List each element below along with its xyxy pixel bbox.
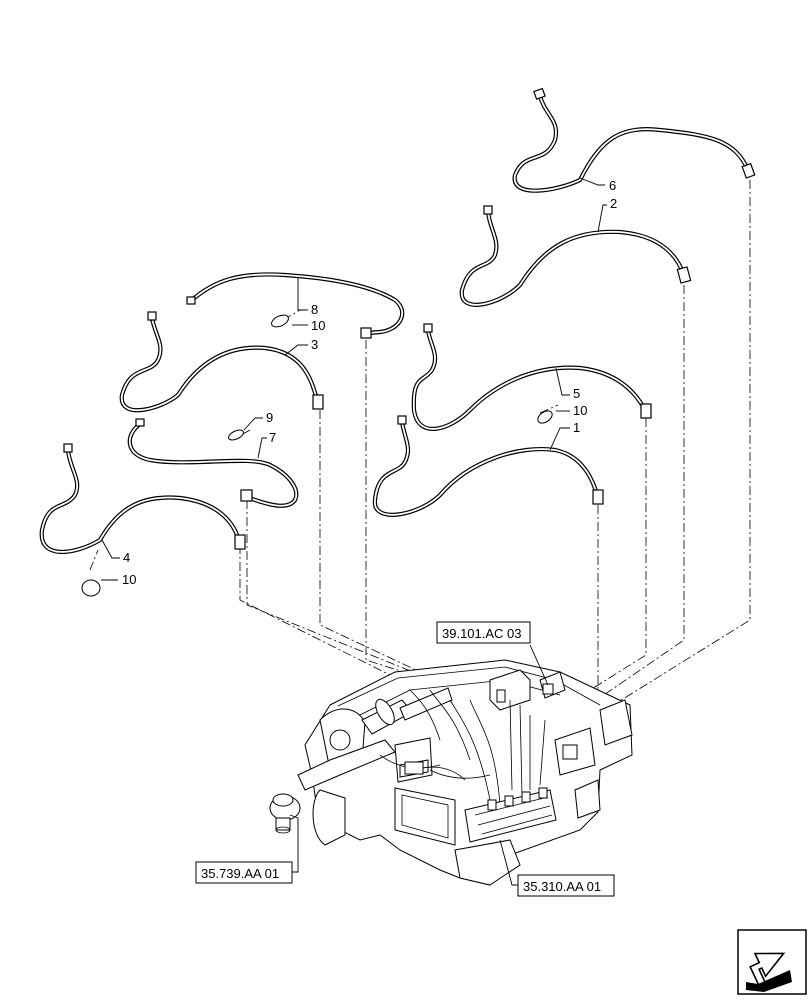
ref-left-label: 35.739.AA 01: [201, 866, 279, 881]
callout-1: 1: [573, 420, 580, 435]
center-lines: [89, 180, 751, 736]
hose-2: [459, 205, 692, 307]
callout-9: 9: [266, 410, 273, 425]
ref-right-label: 35.310.AA 01: [523, 879, 601, 894]
machine-frame: [269, 659, 633, 886]
o-ring-lower: [81, 579, 101, 597]
hose-3: [119, 311, 324, 413]
ref-right[interactable]: 35.310.AA 01: [499, 839, 615, 897]
callout-8: 8: [311, 302, 318, 317]
callout-3: 3: [311, 337, 318, 352]
ref-top-label: 39.101.AC 03: [442, 626, 522, 641]
callout-10-lower: 10: [122, 572, 136, 587]
o-ring-upper: [271, 314, 289, 328]
hose-6: [512, 87, 756, 193]
callout-4: 4: [123, 550, 130, 565]
o-ring-middle: [228, 429, 244, 441]
o-ring-right: [537, 410, 553, 424]
callout-10-right: 10: [573, 403, 587, 418]
callout-6: 6: [609, 178, 616, 193]
hose-8: [186, 272, 405, 339]
hose-4: [39, 443, 246, 554]
ref-left[interactable]: 35.739.AA 01: [195, 814, 299, 884]
hose-1: [372, 415, 604, 517]
hose-7: [127, 418, 299, 508]
ref-top[interactable]: 39.101.AC 03: [436, 621, 549, 686]
arrow-icon[interactable]: [737, 929, 807, 995]
callout-5: 5: [573, 386, 580, 401]
callout-2: 2: [610, 196, 617, 211]
hose-5: [411, 323, 652, 431]
callout-7: 7: [269, 430, 276, 445]
callouts: 6 2 8 10 3 5 10 9 7 1 4 10: [101, 177, 617, 587]
callout-10-upper: 10: [311, 318, 325, 333]
